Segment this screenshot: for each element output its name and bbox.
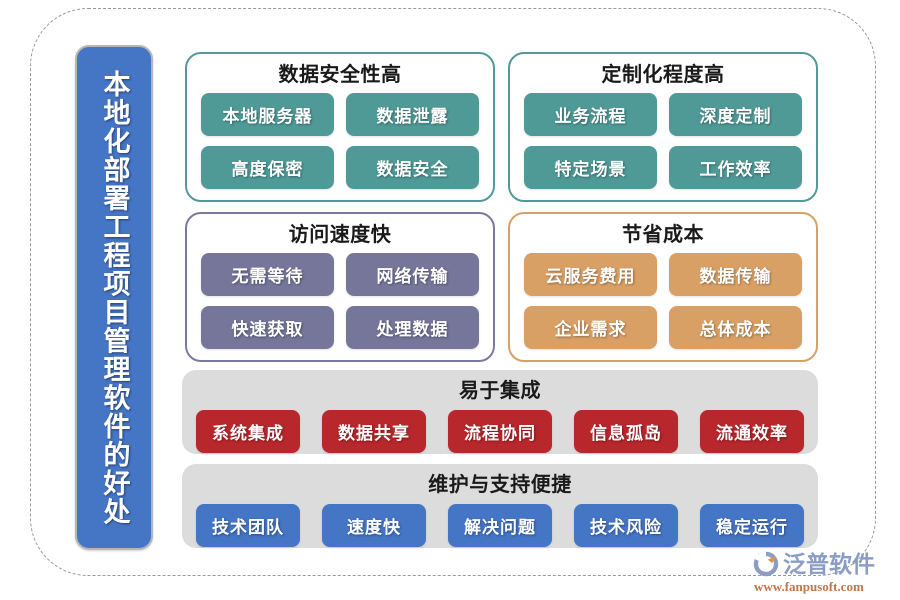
tag-item[interactable]: 本地服务器: [201, 93, 334, 136]
brand-logo: 泛普软件 www.fanpusoft.com: [752, 550, 892, 594]
tag-item[interactable]: 业务流程: [524, 93, 657, 136]
tag-item[interactable]: 速度快: [322, 504, 426, 547]
tag-item[interactable]: 快速获取: [201, 306, 334, 349]
brand-name: 泛普软件: [783, 550, 875, 578]
tag-item[interactable]: 云服务费用: [524, 253, 657, 296]
tag-item[interactable]: 高度保密: [201, 146, 334, 189]
tag-grid-data-security: 本地服务器 数据泄露 高度保密 数据安全: [201, 93, 479, 189]
tag-item[interactable]: 技术风险: [574, 504, 678, 547]
tag-item[interactable]: 数据传输: [669, 253, 802, 296]
bar-title-integration: 易于集成: [459, 378, 541, 402]
tag-item[interactable]: 处理数据: [346, 306, 479, 349]
tag-item[interactable]: 无需等待: [201, 253, 334, 296]
tag-row-integration: 系统集成 数据共享 流程协同 信息孤岛 流通效率: [196, 410, 804, 453]
panel-title-access-speed: 访问速度快: [288, 222, 392, 246]
panel-title-data-security: 数据安全性高: [278, 62, 402, 86]
vertical-title-text: 本地化部署工程项目管理软件的好处: [98, 69, 130, 526]
tag-item[interactable]: 系统集成: [196, 410, 300, 453]
panel-access-speed: 访问速度快 无需等待 网络传输 快速获取 处理数据: [185, 212, 495, 362]
tag-row-maintenance: 技术团队 速度快 解决问题 技术风险 稳定运行: [196, 504, 804, 547]
bar-integration: 易于集成 系统集成 数据共享 流程协同 信息孤岛 流通效率: [182, 370, 818, 454]
tag-item[interactable]: 稳定运行: [700, 504, 804, 547]
panel-cost-saving: 节省成本 云服务费用 数据传输 企业需求 总体成本: [508, 212, 818, 362]
tag-item[interactable]: 数据共享: [322, 410, 426, 453]
tag-item[interactable]: 总体成本: [669, 306, 802, 349]
tag-item[interactable]: 解决问题: [448, 504, 552, 547]
panel-data-security: 数据安全性高 本地服务器 数据泄露 高度保密 数据安全: [185, 52, 495, 202]
tag-item[interactable]: 网络传输: [346, 253, 479, 296]
tag-item[interactable]: 工作效率: [669, 146, 802, 189]
brand-url: www.fanpusoft.com: [754, 579, 864, 594]
tag-item[interactable]: 技术团队: [196, 504, 300, 547]
tag-grid-customization: 业务流程 深度定制 特定场景 工作效率: [524, 93, 802, 189]
brand-logo-row: 泛普软件: [752, 550, 892, 578]
tag-item[interactable]: 企业需求: [524, 306, 657, 349]
tag-item[interactable]: 特定场景: [524, 146, 657, 189]
panel-customization: 定制化程度高 业务流程 深度定制 特定场景 工作效率: [508, 52, 818, 202]
tag-item[interactable]: 数据安全: [346, 146, 479, 189]
fanpu-swoosh-icon: [753, 551, 779, 577]
panel-title-customization: 定制化程度高: [601, 62, 725, 86]
vertical-title-bar: 本地化部署工程项目管理软件的好处: [75, 45, 153, 550]
tag-grid-cost-saving: 云服务费用 数据传输 企业需求 总体成本: [524, 253, 802, 349]
tag-item[interactable]: 流程协同: [448, 410, 552, 453]
tag-grid-access-speed: 无需等待 网络传输 快速获取 处理数据: [201, 253, 479, 349]
tag-item[interactable]: 数据泄露: [346, 93, 479, 136]
bar-maintenance: 维护与支持便捷 技术团队 速度快 解决问题 技术风险 稳定运行: [182, 464, 818, 548]
tag-item[interactable]: 信息孤岛: [574, 410, 678, 453]
bar-title-maintenance: 维护与支持便捷: [428, 472, 572, 496]
tag-item[interactable]: 流通效率: [700, 410, 804, 453]
tag-item[interactable]: 深度定制: [669, 93, 802, 136]
panel-title-cost-saving: 节省成本: [622, 222, 704, 246]
